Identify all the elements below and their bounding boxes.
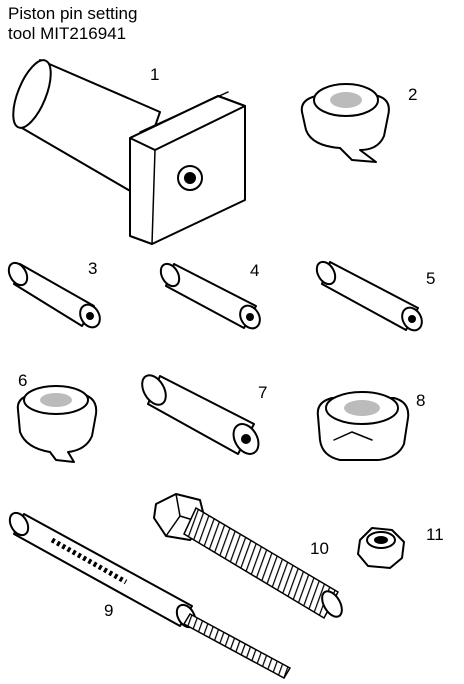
part-10-drawing xyxy=(153,493,343,620)
part-2-drawing xyxy=(300,83,390,163)
part-9-drawing xyxy=(8,511,292,680)
part-5-drawing xyxy=(315,260,423,332)
part-6-drawing xyxy=(16,385,98,463)
part-label-2: 2 xyxy=(408,85,418,104)
part-label-6: 6 xyxy=(18,371,28,390)
part-label-5: 5 xyxy=(426,269,436,288)
part-label-7: 7 xyxy=(258,383,268,402)
part-label-8: 8 xyxy=(416,391,426,410)
part-label-1: 1 xyxy=(150,65,160,84)
part-label-9: 9 xyxy=(104,601,114,620)
diagram-title: Piston pin setting tool MIT216941 xyxy=(8,4,137,44)
part-4-drawing xyxy=(159,262,261,330)
title-line-1: Piston pin setting xyxy=(8,4,138,23)
part-label-3: 3 xyxy=(88,259,98,278)
part-7-drawing xyxy=(141,374,260,455)
part-3-drawing xyxy=(7,261,101,329)
part-11-drawing xyxy=(357,527,405,569)
part-8-drawing xyxy=(316,391,410,461)
part-label-4: 4 xyxy=(250,261,260,280)
title-line-2: tool MIT216941 xyxy=(8,24,127,43)
part-label-10: 10 xyxy=(310,539,329,558)
part-label-11: 11 xyxy=(426,525,444,544)
part-1-drawing xyxy=(12,59,246,245)
